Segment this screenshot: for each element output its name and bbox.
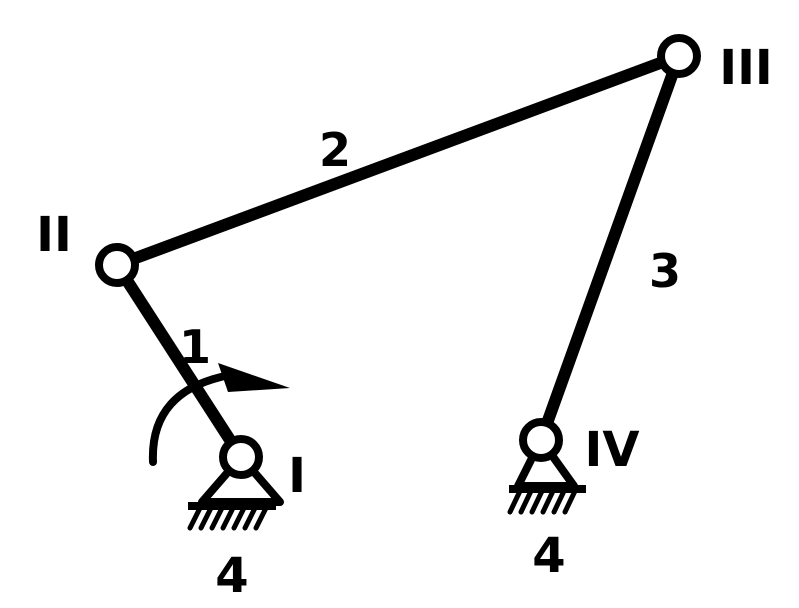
joint-label-II: II (36, 207, 72, 263)
joint-IV (519, 418, 563, 462)
rotation-arrow-icon (148, 371, 234, 466)
joint-II (95, 243, 139, 287)
link-3-rocker (535, 50, 685, 446)
joint-III (657, 34, 701, 78)
link-2-coupler (111, 50, 685, 271)
ground-hatch-left (187, 505, 269, 531)
joint-I (219, 435, 263, 479)
ground-label-right: 4 (532, 528, 565, 584)
ground-label-left: 4 (215, 548, 248, 604)
ground-support-left (187, 453, 284, 531)
ground-hatch-right (507, 488, 578, 515)
link-label-2: 2 (319, 123, 351, 177)
link-label-3: 3 (649, 244, 681, 298)
ground-support-right (507, 436, 586, 515)
link-1-crank (111, 259, 247, 463)
rotation-arrowhead-icon (218, 363, 290, 392)
joint-label-III: III (719, 40, 773, 96)
link-label-1: 1 (179, 320, 211, 374)
joint-label-IV: IV (584, 422, 639, 478)
joint-label-I: I (288, 448, 306, 504)
